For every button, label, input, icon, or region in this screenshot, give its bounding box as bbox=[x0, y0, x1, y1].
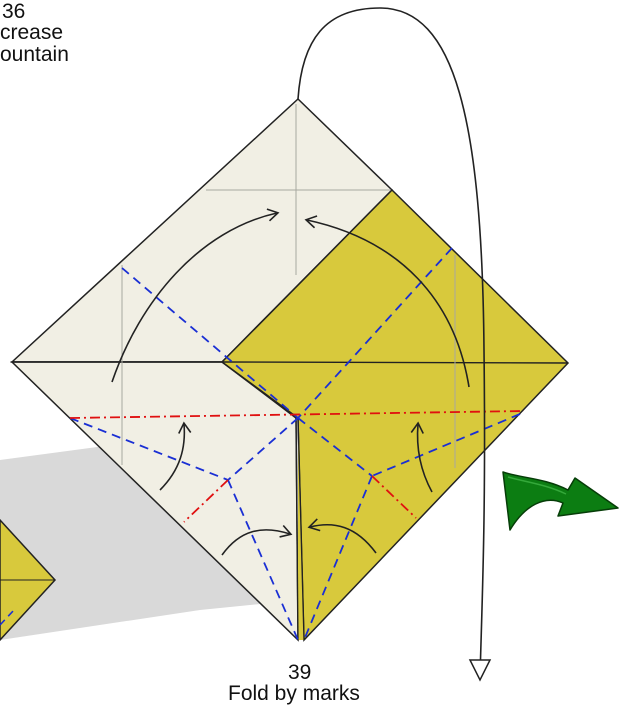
turn-over-arrow-icon bbox=[502, 471, 619, 531]
main-model bbox=[10, 7, 570, 682]
fold-arrow-right-big bbox=[304, 215, 470, 388]
step-39-caption: Fold by marks bbox=[228, 682, 360, 705]
step-39-number: 39 bbox=[288, 661, 312, 684]
fold-arrow-left-small bbox=[159, 421, 192, 491]
fold-arrow-left-big bbox=[111, 208, 280, 383]
turn-loop-arrow bbox=[297, 7, 492, 682]
fold-arrow-bottom-right bbox=[307, 518, 377, 554]
step-36-line-2: ountain bbox=[0, 43, 69, 66]
step-36-line-1: crease bbox=[0, 21, 64, 44]
fold-arrow-bottom-left bbox=[221, 525, 293, 556]
fold-arrow-right-small bbox=[410, 421, 433, 493]
previous-step-model bbox=[0, 518, 57, 642]
step-36-number: 36 bbox=[2, 0, 26, 23]
